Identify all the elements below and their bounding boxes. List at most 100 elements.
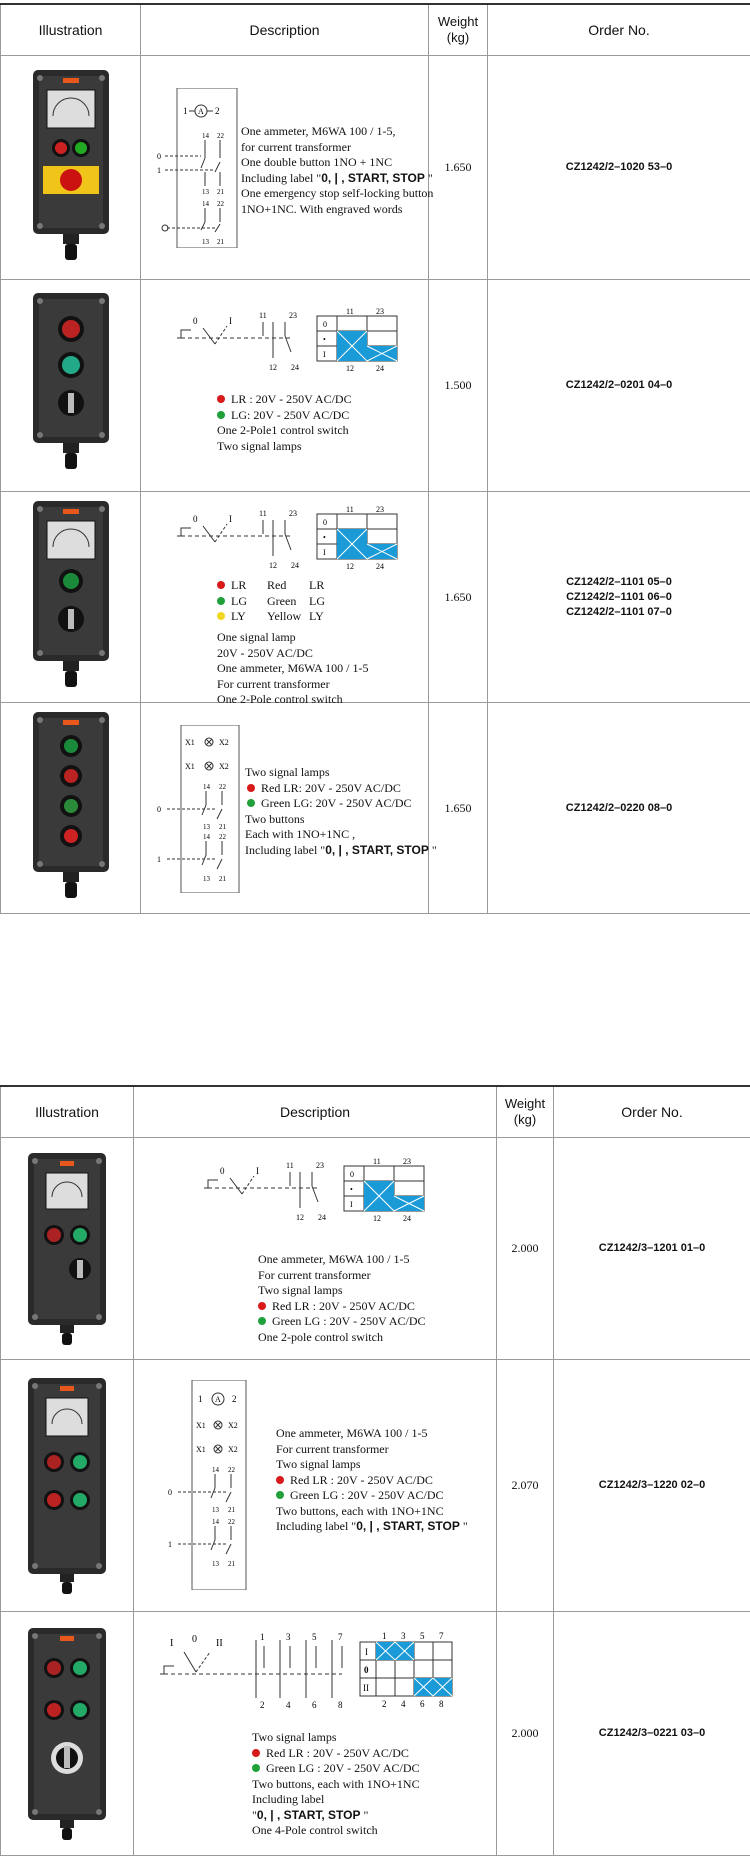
- svg-text:A: A: [215, 1395, 221, 1404]
- weight-cell: 2.000: [497, 1138, 554, 1360]
- svg-text:6: 6: [312, 1700, 317, 1710]
- svg-text:•: •: [350, 1185, 353, 1194]
- product-image-cell: [1, 703, 141, 914]
- svg-text:14: 14: [203, 833, 211, 841]
- description-text: One ammeter, M6WA 100 / 1-5 For current …: [276, 1426, 468, 1535]
- svg-text:21: 21: [219, 875, 227, 883]
- weight-cell: 1.650: [429, 492, 488, 703]
- svg-text:0: 0: [323, 518, 327, 527]
- svg-text:14: 14: [202, 200, 210, 208]
- description-text: One ammeter, M6WA 100 / 1-5 For current …: [258, 1252, 426, 1345]
- svg-text:11: 11: [373, 1158, 381, 1166]
- desc-line: One 2-Pole1 control switch: [217, 423, 352, 439]
- svg-text:1: 1: [157, 855, 161, 864]
- svg-text:21: 21: [217, 238, 225, 246]
- svg-text:0: 0: [323, 320, 327, 329]
- svg-text:23: 23: [316, 1161, 324, 1170]
- svg-text:4: 4: [401, 1699, 406, 1709]
- desc-line-label: Including label "0, | , START, STOP ": [241, 171, 433, 187]
- svg-text:0: 0: [193, 514, 198, 524]
- header-order-no: Order No.: [488, 4, 750, 56]
- order-no-cell: CZ1242/2–1020 53–0: [488, 56, 750, 280]
- svg-text:11: 11: [346, 308, 354, 316]
- svg-text:0: 0: [364, 1665, 369, 1675]
- svg-text:5: 5: [312, 1632, 317, 1642]
- svg-text:4: 4: [286, 1700, 291, 1710]
- product-table-1: Illustration Description Weight (kg) Ord…: [0, 3, 750, 914]
- lamp-line: Red LR : 20V - 250V AC/DC: [276, 1473, 468, 1489]
- svg-text:0: 0: [193, 316, 198, 326]
- green-dot-icon: [276, 1491, 284, 1499]
- svg-text:21: 21: [228, 1560, 236, 1568]
- svg-text:22: 22: [217, 132, 225, 140]
- svg-text:23: 23: [376, 506, 384, 514]
- svg-text:5: 5: [420, 1631, 425, 1641]
- enclosure-image: [25, 710, 117, 906]
- desc-line-label: Including label "0, | , START, STOP ": [245, 843, 437, 859]
- header-weight: Weight (kg): [497, 1086, 554, 1138]
- svg-text:I: I: [256, 1166, 259, 1176]
- lamp-line: Red LR : 20V - 250V AC/DC: [252, 1746, 420, 1762]
- desc-line: For current transformer: [276, 1442, 468, 1458]
- red-dot-icon: [247, 784, 255, 792]
- desc-line: Two signal lamps: [276, 1457, 468, 1473]
- svg-text:3: 3: [401, 1631, 406, 1641]
- svg-text:I: I: [229, 316, 232, 326]
- svg-text:7: 7: [439, 1631, 444, 1641]
- svg-text:I: I: [350, 1200, 353, 1209]
- svg-text:2: 2: [232, 1394, 237, 1404]
- svg-text:11: 11: [346, 506, 354, 514]
- order-no-cell: CZ1242/3–0221 03–0: [554, 1612, 750, 1856]
- red-dot-icon: [217, 581, 225, 589]
- red-dot-icon: [252, 1749, 260, 1757]
- product-image-cell: [1, 1612, 134, 1856]
- svg-text:12: 12: [346, 562, 354, 571]
- desc-line-label: Including label "0, | , START, STOP ": [276, 1519, 468, 1535]
- header-order-no: Order No.: [554, 1086, 750, 1138]
- svg-text:1: 1: [198, 1394, 203, 1404]
- desc-line: One emergency stop self-locking button: [241, 186, 433, 202]
- svg-text:22: 22: [228, 1518, 236, 1526]
- product-image-cell: [1, 56, 141, 280]
- svg-text:12: 12: [346, 364, 354, 373]
- svg-text:X2: X2: [219, 738, 229, 747]
- svg-text:I: I: [323, 548, 326, 557]
- desc-line: One ammeter, M6WA 100 / 1-5: [258, 1252, 426, 1268]
- lamp-line: Green LG: 20V - 250V AC/DC: [245, 796, 437, 812]
- svg-text:23: 23: [289, 509, 297, 518]
- svg-text:II: II: [216, 1638, 223, 1649]
- svg-text:22: 22: [217, 200, 225, 208]
- desc-line: Two signal lamps: [217, 439, 352, 455]
- svg-text:X2: X2: [228, 1421, 238, 1430]
- red-dot-icon: [258, 1302, 266, 1310]
- description-text: Two signal lamps Red LR : 20V - 250V AC/…: [252, 1730, 420, 1839]
- svg-text:X1: X1: [196, 1421, 206, 1430]
- svg-text:0: 0: [157, 805, 161, 814]
- svg-text:14: 14: [212, 1518, 220, 1526]
- enclosure-image: [24, 1151, 110, 1347]
- svg-text:1: 1: [260, 1632, 265, 1642]
- svg-text:I: I: [229, 514, 232, 524]
- svg-text:7: 7: [338, 1632, 343, 1642]
- green-dot-icon: [217, 411, 225, 419]
- desc-line: For current transformer: [217, 677, 369, 693]
- desc-line: One double button 1NO + 1NC: [241, 155, 433, 171]
- order-no-cell: CZ1242/2–0220 08–0: [488, 703, 750, 914]
- svg-text:X2: X2: [219, 762, 229, 771]
- svg-text:0: 0: [220, 1166, 225, 1176]
- desc-line: One signal lamp: [217, 630, 369, 646]
- lamp-line: LG: 20V - 250V AC/DC: [217, 408, 352, 424]
- svg-text:12: 12: [373, 1214, 381, 1223]
- svg-text:13: 13: [203, 875, 211, 883]
- svg-text:X1: X1: [185, 762, 195, 771]
- desc-line: For current transformer: [258, 1268, 426, 1284]
